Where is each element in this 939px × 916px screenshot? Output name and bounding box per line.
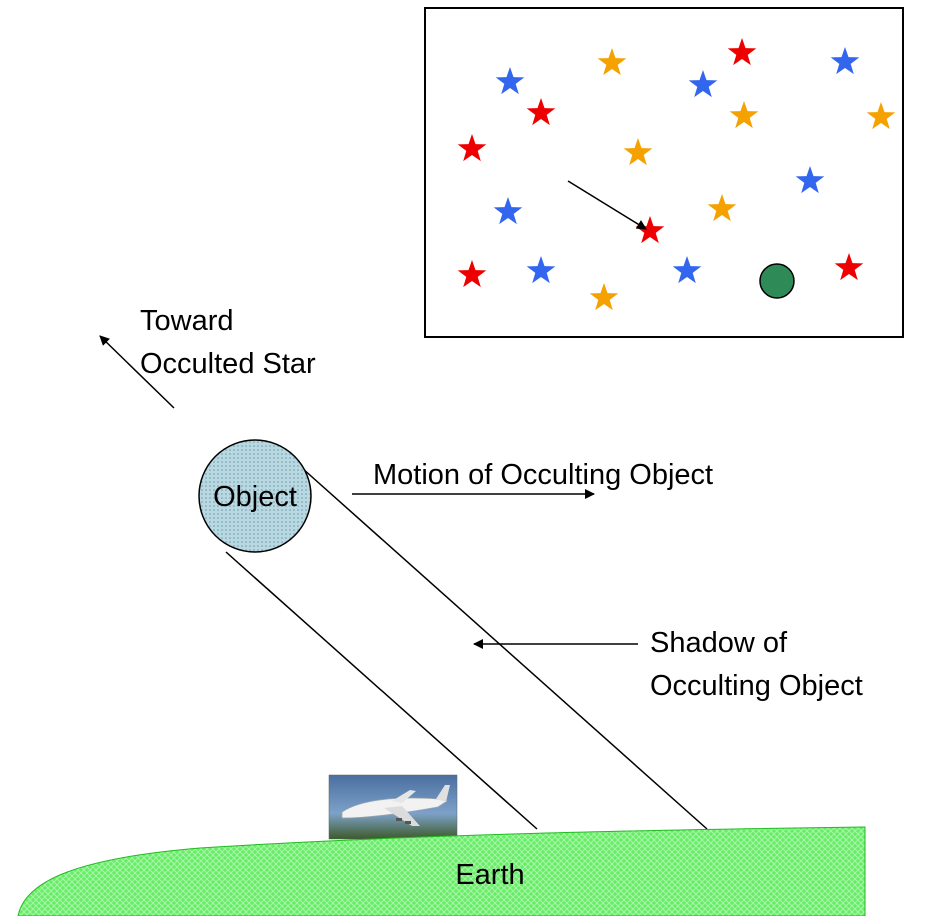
shadow-edge-left	[225, 551, 538, 830]
star-field-panel	[424, 7, 904, 338]
earth	[17, 826, 866, 916]
star-blue	[688, 70, 718, 98]
star-blue	[672, 256, 702, 284]
motion-label: Motion of Occulting Object	[373, 459, 713, 491]
star-red	[457, 134, 487, 162]
object-label: Object	[213, 481, 297, 513]
shadow-label-line1: Shadow of	[650, 627, 788, 659]
star-field-frame	[424, 7, 904, 338]
star-orange	[597, 48, 627, 76]
airplane-photo	[328, 774, 458, 840]
shadow-label-line2: Occulting Object	[650, 670, 863, 702]
star-blue	[795, 166, 825, 194]
star-layer	[457, 38, 896, 311]
occulting-object-dot	[759, 263, 795, 299]
star-orange	[623, 138, 653, 166]
star-orange	[866, 102, 896, 130]
object-path-arrow	[567, 180, 647, 230]
star-blue	[830, 47, 860, 75]
star-red	[457, 260, 487, 288]
star-blue	[495, 67, 525, 95]
star-red	[727, 38, 757, 66]
toward-star-arrow	[99, 335, 175, 409]
star-blue	[493, 197, 523, 225]
shadow-edge-right	[301, 467, 708, 830]
star-orange	[707, 194, 737, 222]
earth-label: Earth	[455, 859, 524, 891]
star-red	[635, 216, 665, 244]
toward-label-line1: Toward	[140, 305, 234, 337]
toward-label-line2: Occulted Star	[140, 348, 316, 380]
star-orange	[589, 283, 619, 311]
occulting-object	[198, 439, 312, 553]
star-blue	[526, 256, 556, 284]
star-orange	[729, 101, 759, 129]
star-red	[526, 98, 556, 126]
star-red	[834, 253, 864, 281]
